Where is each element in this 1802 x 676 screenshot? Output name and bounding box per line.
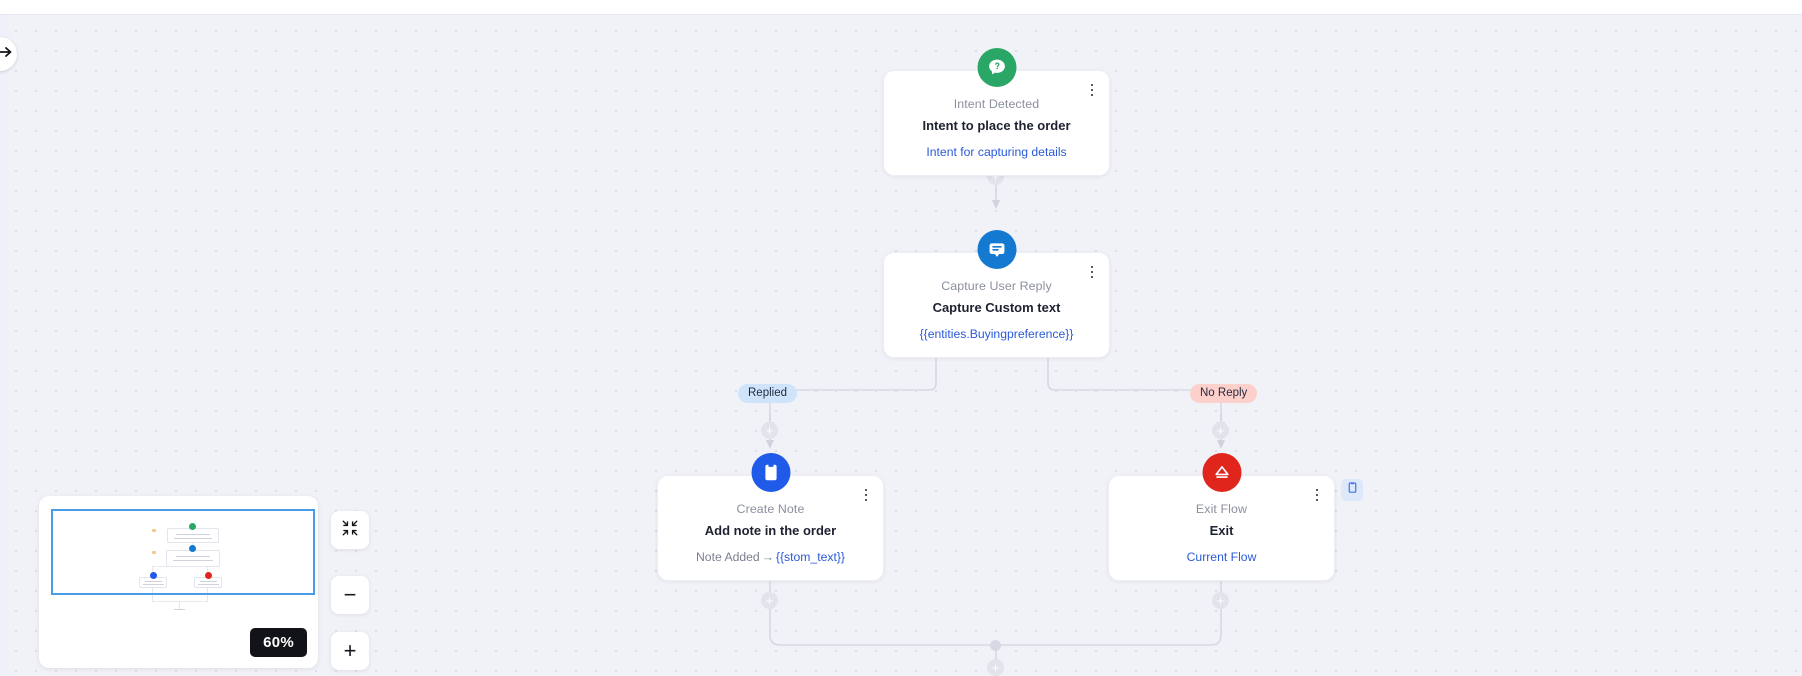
minimap-node-text [174,609,185,611]
minimap-node-text [198,584,219,586]
note-badge-icon [1346,481,1359,499]
node-capture-user-reply[interactable]: Capture User Reply Capture Custom text {… [883,230,1110,358]
note-badge-icon-button[interactable] [1341,479,1363,501]
chat-capture-icon [977,230,1016,269]
node-type-label: Exit Flow [1195,502,1248,516]
left-rail [0,15,9,676]
fit-view-button[interactable] [331,511,369,549]
fit-view-icon [341,519,359,542]
minimap-node-text [143,584,164,586]
minimap-chip [152,551,156,554]
plus-icon: + [991,659,1000,675]
minimap-node-text [176,556,210,558]
minimap-panel[interactable]: 60% [39,496,318,668]
speech-bubble-question-icon [977,48,1016,87]
edge-label-no-reply[interactable]: No Reply [1190,384,1258,403]
zoom-out-button[interactable]: − [331,576,369,614]
node-title: Capture Custom text [932,300,1061,315]
node-kebab-menu-create-note[interactable] [858,486,874,504]
node-subtitle-value: {{stom_text}} [775,550,845,564]
minimap-node-dot [189,523,196,530]
arrow-right-glyph: → [761,550,774,564]
flow-canvas[interactable]: + + + + + + Replied No Reply [0,15,1802,676]
add-step-handle-create-note-out[interactable]: + [761,592,778,609]
note-icon [751,453,790,492]
minimap-edge [152,566,208,567]
minimap-node-text [176,534,210,536]
add-step-handle-exit-out[interactable]: + [1212,592,1229,609]
plus-icon: + [765,592,774,608]
minimap-node-text [174,538,212,540]
minimap-node-text [173,560,213,562]
zoom-in-button[interactable]: + [331,632,369,670]
plus-icon: + [1216,422,1225,438]
add-step-handle-noreply[interactable]: + [1212,422,1229,439]
node-type-label: Create Note [736,502,805,516]
node-subtitle[interactable]: Current Flow [1186,550,1257,564]
add-step-handle-after-merge[interactable]: + [987,659,1004,676]
minimap-node-dot [205,572,212,579]
minimap-node-dot [150,572,157,579]
node-subtitle[interactable]: Note Added→{{stom_text}} [670,550,871,564]
plus-icon: + [991,168,1000,184]
minimap-edge [152,601,208,602]
node-subtitle-prefix: Note Added [695,550,760,564]
plus-icon: + [765,422,774,438]
node-create-note[interactable]: Create Note Add note in the order Note A… [657,453,884,581]
zoom-level-badge: 60% [250,628,307,657]
edge-merge-junction [990,640,1001,651]
eject-triangle-icon [1202,453,1241,492]
node-kebab-menu-intent-detected[interactable] [1084,81,1100,99]
node-type-label: Capture User Reply [941,279,1052,293]
top-header-bar [0,0,1802,15]
plus-icon: + [343,638,357,663]
node-intent-detected[interactable]: Intent Detected Intent to place the orde… [883,48,1110,176]
node-subtitle[interactable]: Intent for capturing details [926,145,1067,159]
add-step-handle-replied[interactable]: + [761,422,778,439]
node-type-label: Intent Detected [953,97,1040,111]
minimap-node-text [145,581,162,583]
plus-icon: + [1216,592,1225,608]
node-title: Add note in the order [704,523,837,538]
arrow-right-icon [0,45,13,64]
minimap-viewport[interactable] [51,509,315,595]
node-kebab-menu-exit-flow[interactable] [1309,486,1325,504]
node-subtitle[interactable]: {{entities.Buyingpreference}} [919,327,1074,341]
minimap-node-text [200,581,217,583]
minus-icon: − [343,582,357,607]
minimap-chip [152,529,156,532]
node-exit-flow[interactable]: Exit Flow Exit Current Flow [1108,453,1335,581]
node-kebab-menu-capture-user-reply[interactable] [1084,263,1100,281]
minimap-edge [179,601,180,609]
edge-label-replied[interactable]: Replied [738,384,797,403]
node-title: Exit [1209,523,1234,538]
minimap-node-dot [189,545,196,552]
sidebar-toggle-button[interactable] [0,37,17,71]
node-title: Intent to place the order [922,118,1071,133]
